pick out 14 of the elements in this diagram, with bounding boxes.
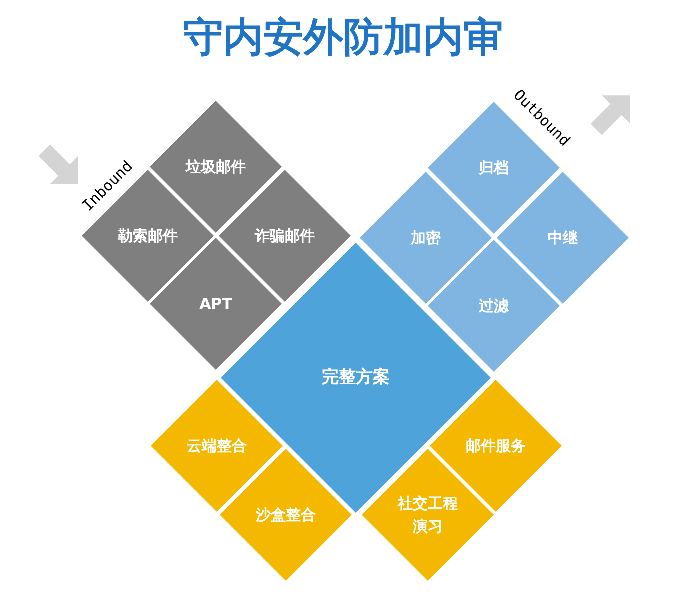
node-label: 归档	[478, 158, 510, 179]
node-label: 沙盒整合	[255, 504, 317, 526]
node-label: 云端整合	[186, 436, 248, 457]
node-label: 过滤	[478, 296, 510, 317]
node-label: 社交工程演习	[396, 494, 459, 537]
node-label: APT	[198, 294, 234, 315]
node-label: 诈骗邮件	[254, 226, 316, 247]
node-label: 中继	[547, 228, 579, 249]
title: 守内安外防加内审	[182, 14, 504, 63]
node-label: 邮件服务	[465, 436, 527, 457]
node-label: 垃圾邮件	[184, 156, 247, 178]
node-label: 加密	[410, 228, 442, 249]
node-label: 完整方案	[321, 366, 391, 390]
node-label: 勒索邮件	[117, 226, 179, 247]
